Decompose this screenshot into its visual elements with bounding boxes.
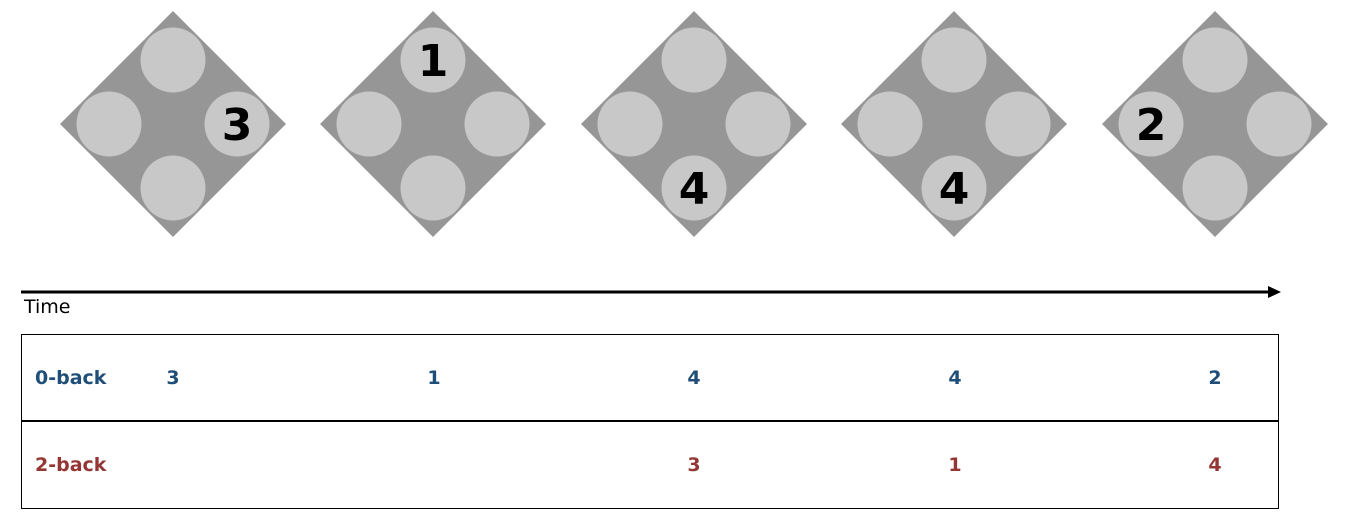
diamond-shape [320, 11, 546, 237]
circle-bottom [140, 155, 206, 221]
circle-bottom [921, 155, 987, 221]
table-cell: 4 [687, 367, 701, 389]
time-axis-arrow [21, 286, 1281, 298]
table-cell: 2 [1208, 367, 1222, 389]
circle-right [725, 91, 791, 157]
stimulus-digit: 2 [1136, 100, 1167, 151]
response-table: 0-back 3 1 4 4 2 2-back 3 1 4 [21, 334, 1279, 509]
circle-right [204, 91, 270, 157]
circle-bottom [661, 155, 727, 221]
diamond-shape [581, 11, 807, 237]
row-label-2-back: 2-back [35, 454, 107, 476]
circle-top [921, 27, 987, 93]
stimulus-digit: 1 [418, 36, 449, 87]
stimulus-digit: 4 [679, 164, 710, 215]
table-cell: 1 [427, 367, 441, 389]
table-cell: 1 [948, 454, 962, 476]
circle-left [1118, 91, 1184, 157]
circle-left [76, 91, 142, 157]
stimulus-diamond: 3 [57, 8, 289, 240]
table-row-2-back: 2-back 3 1 4 [22, 422, 1278, 509]
row-label-0-back: 0-back [35, 367, 107, 389]
circle-right [1246, 91, 1312, 157]
diamond-shape [1102, 11, 1328, 237]
time-axis-label: Time [24, 296, 71, 318]
circle-right [464, 91, 530, 157]
circle-top [661, 27, 727, 93]
circle-left [597, 91, 663, 157]
circle-right [985, 91, 1051, 157]
table-cell: 3 [166, 367, 180, 389]
circle-top [400, 27, 466, 93]
stimulus-diamond: 4 [838, 8, 1070, 240]
circle-left [336, 91, 402, 157]
circle-top [140, 27, 206, 93]
stimulus-digit: 3 [222, 100, 253, 151]
table-cell: 4 [948, 367, 962, 389]
stimulus-diamond: 4 [578, 8, 810, 240]
table-cell: 3 [687, 454, 701, 476]
circle-top [1182, 27, 1248, 93]
stimulus-digit: 4 [939, 164, 970, 215]
diamond-shape [60, 11, 286, 237]
table-cell: 4 [1208, 454, 1222, 476]
circle-left [857, 91, 923, 157]
circle-bottom [1182, 155, 1248, 221]
table-row-0-back: 0-back 3 1 4 4 2 [22, 335, 1278, 422]
stimulus-diamond: 2 [1099, 8, 1331, 240]
diamond-shape [841, 11, 1067, 237]
stimulus-diamond: 1 [317, 8, 549, 240]
circle-bottom [400, 155, 466, 221]
